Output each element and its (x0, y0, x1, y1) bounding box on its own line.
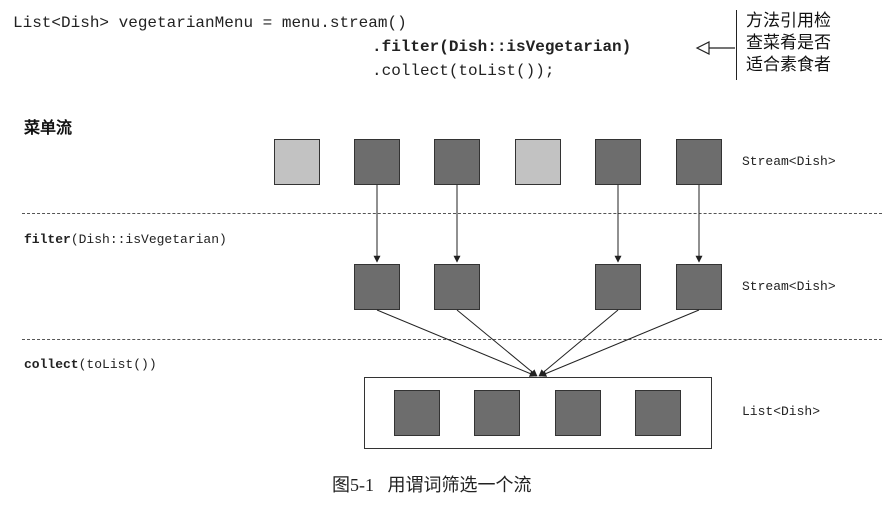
filter-section-label: filter(Dish::isVegetarian) (24, 232, 227, 247)
figure-number: 图5-1 (332, 475, 374, 495)
menu-stream-type-label: Stream<Dish> (742, 154, 836, 169)
section-divider (22, 213, 882, 214)
result-dish-box (635, 390, 681, 436)
code-line-3: .collect(toList()); (372, 62, 555, 80)
section-divider (22, 339, 882, 340)
collect-keyword: collect (24, 357, 79, 372)
collect-arrow (456, 309, 538, 377)
collect-type-label: List<Dish> (742, 404, 821, 419)
annotation-bracket (736, 10, 737, 80)
collect-section-label: collect(toList()) (24, 357, 157, 372)
filter-keyword: filter (24, 232, 71, 247)
annotation-pointer (695, 41, 735, 55)
filter-args: (Dish::isVegetarian) (70, 232, 227, 247)
figure-caption: 图5-1 用谓词筛选一个流 (332, 471, 532, 497)
result-dish-box (555, 390, 601, 436)
collect-arrow (539, 309, 700, 377)
result-dish-box (474, 390, 520, 436)
dish-box-veg (434, 139, 480, 185)
dish-box-nonveg (274, 139, 320, 185)
collect-args: (toList()) (78, 357, 157, 372)
annotation-text: 方法引用检 查菜肴是否 适合素食者 (746, 10, 831, 76)
filter-call: .filter(Dish::isVegetarian) (372, 38, 632, 56)
figure-caption-text: 用谓词筛选一个流 (387, 475, 532, 495)
code-line-2: .filter(Dish::isVegetarian) (372, 38, 631, 56)
annotation-line-2: 查菜肴是否 (746, 33, 831, 53)
annotation-line-3: 适合素食者 (746, 55, 831, 75)
filtered-dish-box (354, 264, 400, 310)
filtered-dish-box (676, 264, 722, 310)
dish-box-veg (676, 139, 722, 185)
filtered-dish-box (434, 264, 480, 310)
dish-box-nonveg (515, 139, 561, 185)
collect-arrow (376, 309, 537, 377)
filtered-dish-box (595, 264, 641, 310)
dish-box-veg (354, 139, 400, 185)
collect-arrow (538, 309, 619, 377)
annotation-line-1: 方法引用检 (746, 11, 831, 31)
result-dish-box (394, 390, 440, 436)
code-line-1: List<Dish> vegetarianMenu = menu.stream(… (13, 14, 407, 32)
filter-type-label: Stream<Dish> (742, 279, 836, 294)
dish-box-veg (595, 139, 641, 185)
menu-stream-title: 菜单流 (24, 118, 73, 137)
result-list-container (364, 377, 712, 449)
